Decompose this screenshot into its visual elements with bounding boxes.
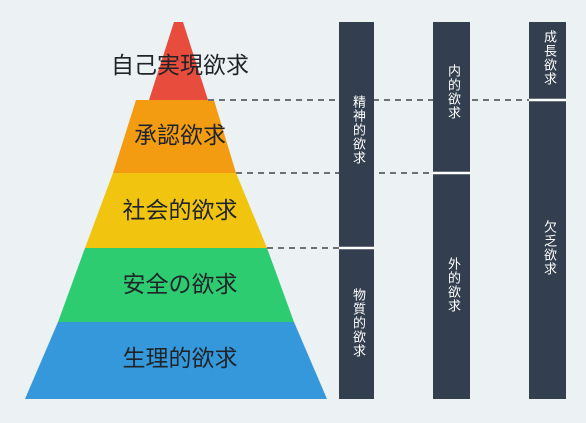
column-2-bottom-label: 外的欲求 bbox=[445, 257, 460, 313]
pyramid-level-social bbox=[85, 173, 267, 248]
column-3 bbox=[529, 22, 566, 399]
pyramid-level-self-actualization bbox=[149, 22, 208, 100]
column-1 bbox=[339, 22, 374, 399]
column-1-bottom-label: 物質的欲求 bbox=[350, 288, 365, 358]
column-2 bbox=[433, 22, 470, 399]
level-label-physiological: 生理的欲求 bbox=[122, 346, 238, 372]
pyramid-level-physiological bbox=[25, 322, 327, 399]
column-1-top-label: 精神的欲求 bbox=[350, 95, 365, 165]
level-label-esteem: 承認欲求 bbox=[134, 123, 226, 149]
column-2-top-label: 内的欲求 bbox=[445, 64, 460, 120]
level-label-social: 社会的欲求 bbox=[122, 198, 238, 224]
pyramid-level-esteem bbox=[113, 100, 236, 173]
level-label-self-actualization: 自己実現欲求 bbox=[111, 53, 249, 79]
level-label-safety: 安全の欲求 bbox=[122, 272, 238, 298]
pyramid-level-safety bbox=[58, 248, 294, 322]
column-3-bottom-label: 欠乏欲求 bbox=[541, 220, 556, 276]
column-3-top-label: 成長欲求 bbox=[541, 30, 556, 86]
